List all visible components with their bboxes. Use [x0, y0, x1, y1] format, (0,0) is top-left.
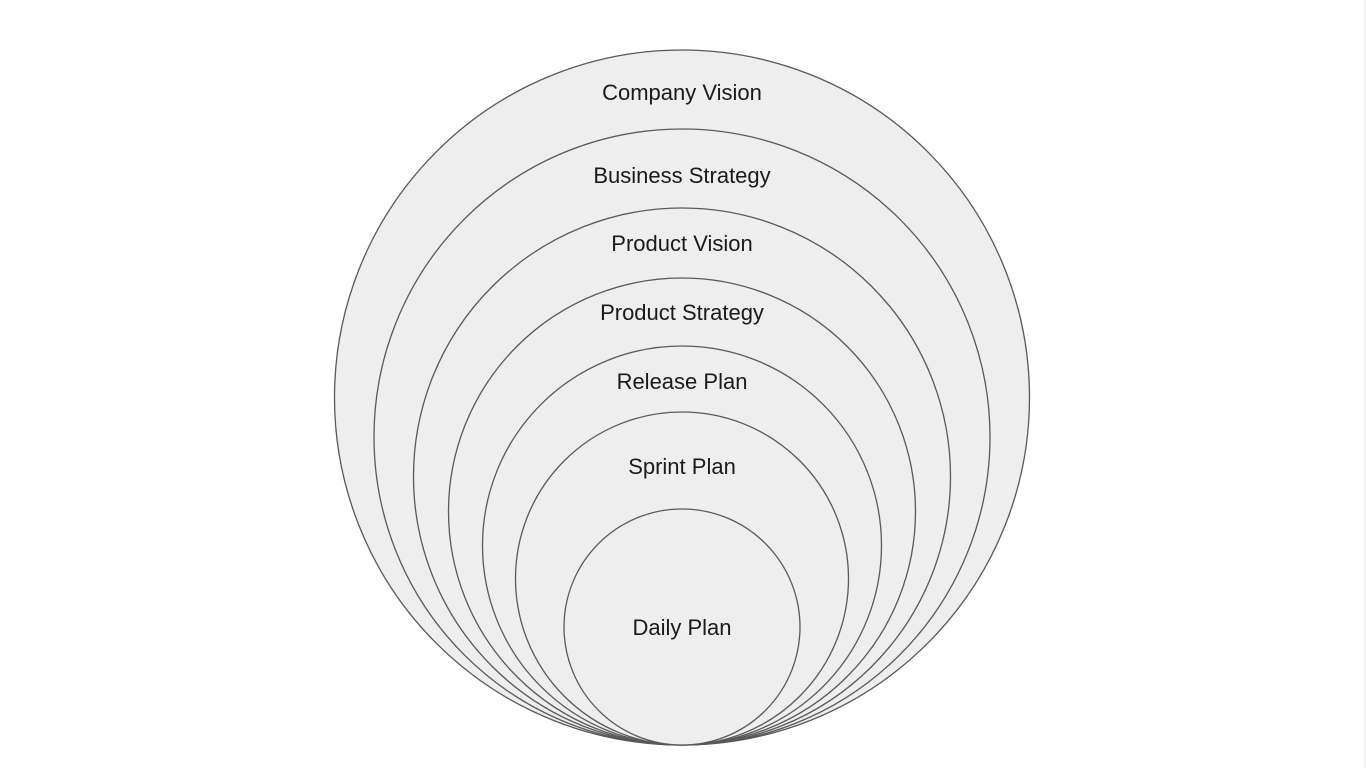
page-edge [1364, 0, 1366, 768]
label-product-vision: Product Vision [611, 231, 752, 256]
label-release-plan: Release Plan [617, 369, 748, 394]
label-business-strategy: Business Strategy [593, 163, 770, 188]
layer-daily-plan: Daily Plan [563, 508, 801, 746]
label-product-strategy: Product Strategy [600, 300, 764, 325]
label-company-vision: Company Vision [602, 80, 762, 105]
circle-daily-plan [563, 508, 801, 746]
label-sprint-plan: Sprint Plan [628, 454, 736, 479]
label-daily-plan: Daily Plan [632, 615, 731, 640]
